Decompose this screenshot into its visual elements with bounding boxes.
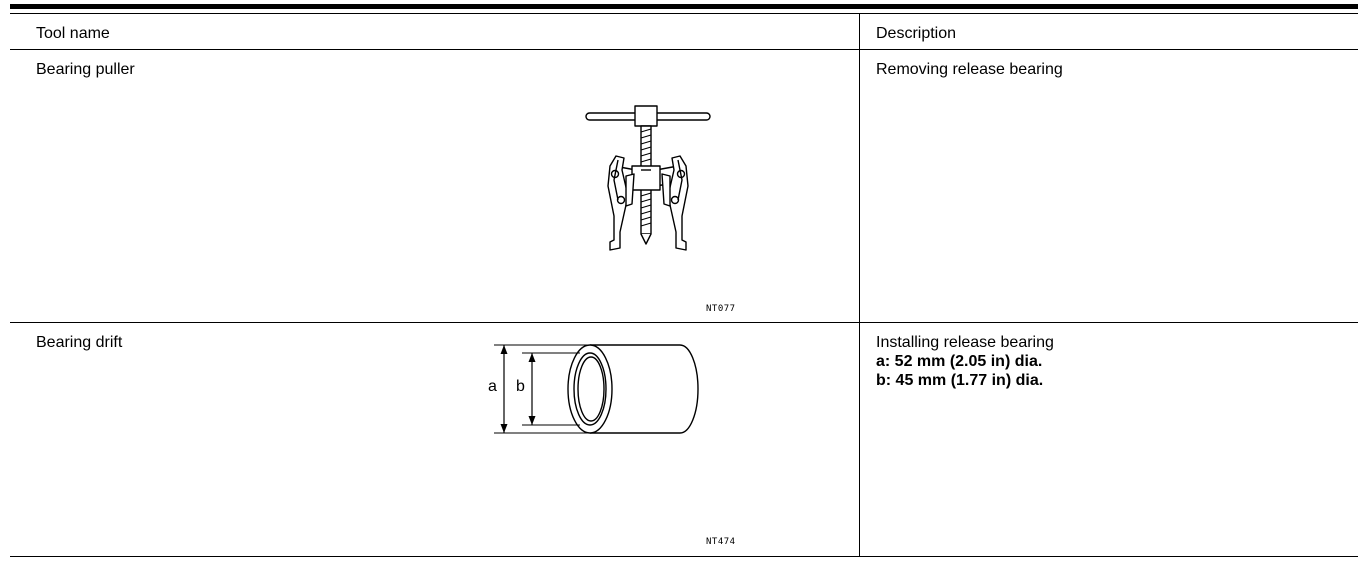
table-row: Bearing drift — [10, 322, 1358, 557]
table-row: Bearing puller — [10, 49, 1358, 323]
bearing-drift-illustration — [484, 344, 699, 434]
spec-b: b: 45 mm (1.77 in) dia. — [876, 372, 1044, 389]
tools-table: Tool name Description Bearing puller — [10, 14, 1358, 557]
header-tool-name-cell: Tool name — [10, 14, 860, 50]
top-rule-thick — [10, 4, 1358, 9]
dimension-label-b: b — [516, 378, 525, 395]
top-rule-thin — [10, 13, 1358, 14]
header-description-cell: Description — [859, 14, 1358, 50]
tool-name-cell: Bearing drift — [10, 322, 860, 557]
tool-name: Bearing drift — [36, 334, 123, 351]
table-header-row: Tool name Description — [10, 14, 1358, 50]
bearing-puller-illustration — [585, 105, 711, 251]
tool-name-cell: Bearing puller — [10, 49, 860, 323]
tool-name: Bearing puller — [36, 61, 135, 78]
figure-code: NT474 — [706, 537, 736, 547]
header-tool-name: Tool name — [36, 25, 110, 42]
spec-a: a: 52 mm (2.05 in) dia. — [876, 353, 1043, 370]
dimension-label-a: a — [488, 378, 497, 395]
description-line: Installing release bearing — [876, 334, 1054, 351]
description-cell: Removing release bearing — [859, 49, 1358, 323]
description-line: Removing release bearing — [876, 61, 1063, 78]
description-cell: Installing release bearing a: 52 mm (2.0… — [859, 322, 1358, 557]
figure-code: NT077 — [706, 304, 736, 314]
header-description: Description — [876, 25, 957, 42]
